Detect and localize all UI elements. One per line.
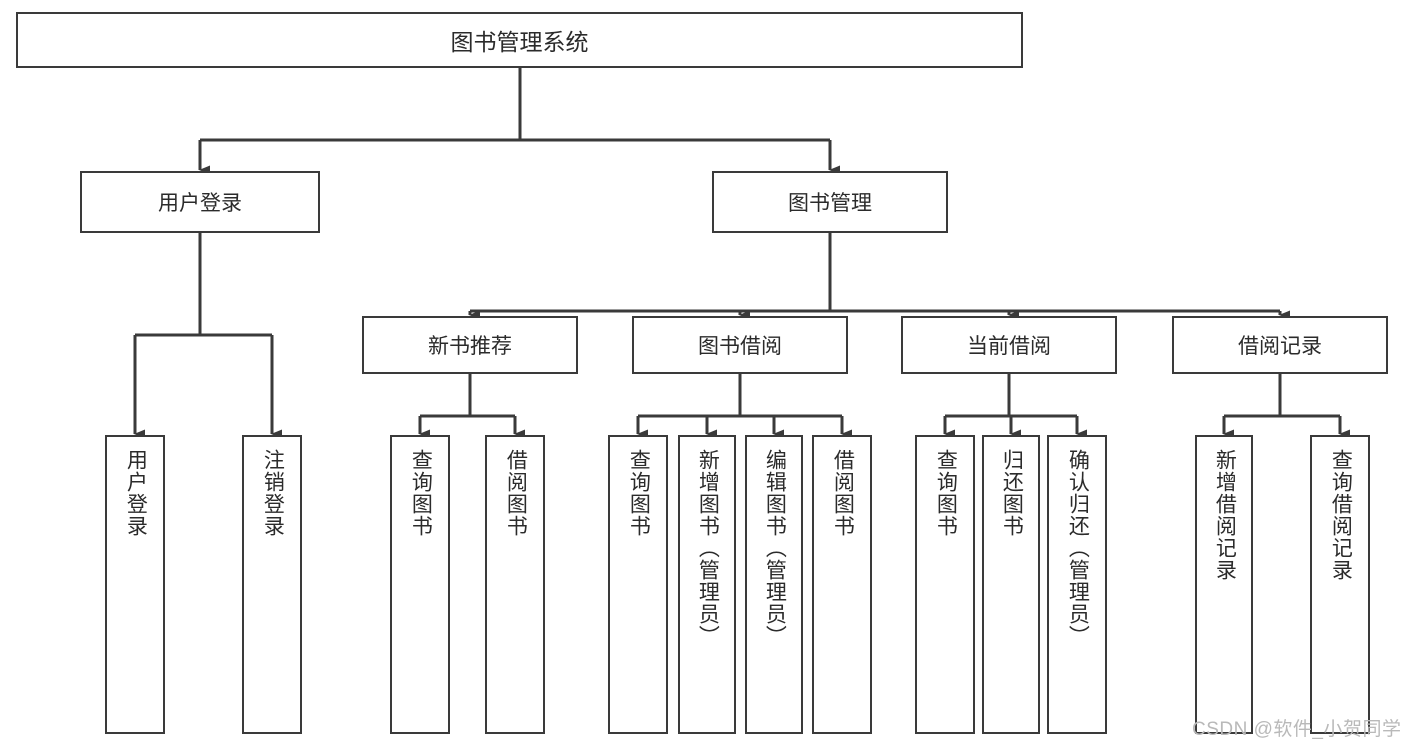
- node-l-login[interactable]: 用户登录: [105, 435, 165, 734]
- node-l-q-bk[interactable]: 查询图书: [608, 435, 668, 734]
- node-l-bor-bk[interactable]: 借阅图书: [812, 435, 872, 734]
- node-l-add-rec[interactable]: 新增借阅记录: [1195, 435, 1253, 734]
- node-l-q-cur[interactable]: 查询图书: [915, 435, 975, 734]
- node-l-add-bk[interactable]: 新增图书（管理员）: [678, 435, 736, 734]
- edges: [133, 68, 1350, 439]
- node-label: 编辑图书（管理员）: [763, 449, 787, 647]
- node-label: 查询图书: [627, 449, 651, 537]
- node-bookmgmt[interactable]: 图书管理: [712, 171, 948, 233]
- node-l-edit-bk[interactable]: 编辑图书（管理员）: [745, 435, 803, 734]
- node-label: 图书借阅: [698, 335, 782, 358]
- node-newrec[interactable]: 新书推荐: [362, 316, 578, 374]
- node-label: 借阅图书: [831, 449, 855, 537]
- node-label: 确认归还（管理员）: [1066, 449, 1090, 647]
- node-l-q-rec[interactable]: 查询借阅记录: [1310, 435, 1370, 734]
- node-records[interactable]: 借阅记录: [1172, 316, 1388, 374]
- node-label: 新书推荐: [428, 335, 512, 358]
- node-current[interactable]: 当前借阅: [901, 316, 1117, 374]
- node-label: 新增图书（管理员）: [696, 449, 720, 647]
- node-l-logout[interactable]: 注销登录: [242, 435, 302, 734]
- node-root[interactable]: 图书管理系统: [16, 12, 1023, 68]
- node-label: 查询图书: [934, 449, 958, 537]
- node-l-b-new[interactable]: 借阅图书: [485, 435, 545, 734]
- node-label: 当前借阅: [967, 335, 1051, 358]
- node-login[interactable]: 用户登录: [80, 171, 320, 233]
- node-label: 图书管理: [788, 192, 872, 215]
- watermark-label: CSDN @软件_小贺同学: [1192, 719, 1402, 740]
- node-label: 查询图书: [409, 449, 433, 537]
- node-label: 图书管理系统: [450, 29, 589, 55]
- node-label: 借阅图书: [504, 449, 528, 537]
- node-label: 注销登录: [261, 449, 285, 537]
- node-label: 用户登录: [158, 192, 242, 215]
- node-l-q-new[interactable]: 查询图书: [390, 435, 450, 734]
- node-label: 归还图书: [1000, 449, 1024, 537]
- node-label: 借阅记录: [1238, 335, 1322, 358]
- node-label: 用户登录: [124, 449, 148, 537]
- node-l-con-ret[interactable]: 确认归还（管理员）: [1047, 435, 1107, 734]
- node-label: 新增借阅记录: [1213, 449, 1237, 581]
- node-borrow[interactable]: 图书借阅: [632, 316, 848, 374]
- node-l-ret-bk[interactable]: 归还图书: [982, 435, 1040, 734]
- node-label: 查询借阅记录: [1329, 449, 1353, 581]
